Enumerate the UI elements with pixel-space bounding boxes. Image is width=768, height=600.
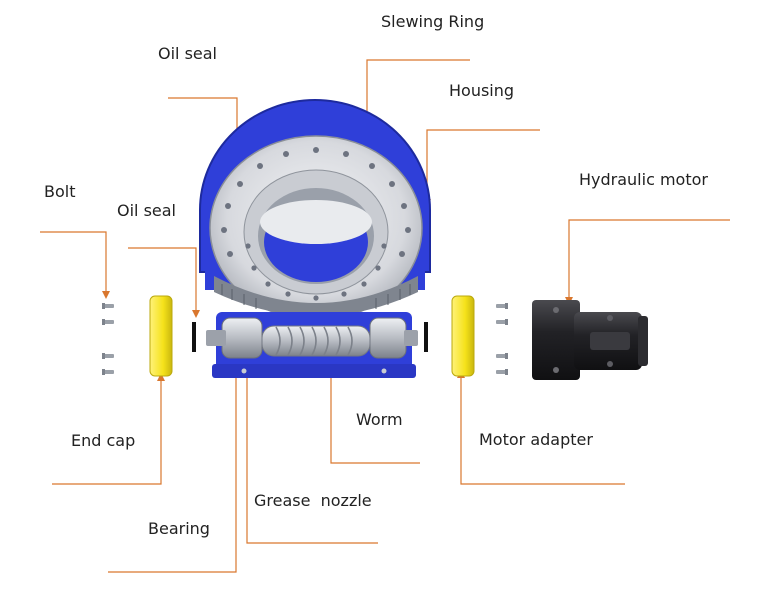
leader-worm xyxy=(330,352,420,464)
leader-bearing xyxy=(108,353,237,573)
worm-assembly xyxy=(206,312,418,378)
label-oil-seal-left: Oil seal xyxy=(117,201,176,220)
oil-seal-left-part xyxy=(192,322,196,352)
motor-adapter-part xyxy=(451,295,475,377)
oil-seal-right-part xyxy=(424,322,428,352)
label-housing: Housing xyxy=(449,81,515,100)
bolts-right xyxy=(496,303,508,375)
label-grease-nozzle: Grease nozzle xyxy=(254,491,372,510)
slewing-ring xyxy=(209,135,423,321)
leader-oil-seal-left xyxy=(128,247,197,316)
bolts-left xyxy=(102,303,114,375)
label-slewing-ring: Slewing Ring xyxy=(381,12,485,31)
leader-motor-adapter xyxy=(460,372,625,485)
leader-bolt xyxy=(40,231,107,297)
leader-grease-nozzle xyxy=(246,372,378,544)
leader-hydraulic-motor xyxy=(568,219,730,303)
label-motor-adapter: Motor adapter xyxy=(479,430,593,449)
label-hydraulic-motor: Hydraulic motor xyxy=(579,170,708,189)
label-bolt: Bolt xyxy=(44,182,76,201)
label-worm: Worm xyxy=(356,410,403,429)
label-oil-seal-top: Oil seal xyxy=(158,44,217,63)
leader-housing xyxy=(426,129,540,205)
end-cap-part xyxy=(149,295,173,377)
leader-end-cap xyxy=(52,375,162,485)
hydraulic-motor xyxy=(532,300,648,380)
label-end-cap: End cap xyxy=(71,431,136,450)
label-bearing: Bearing xyxy=(148,519,210,538)
